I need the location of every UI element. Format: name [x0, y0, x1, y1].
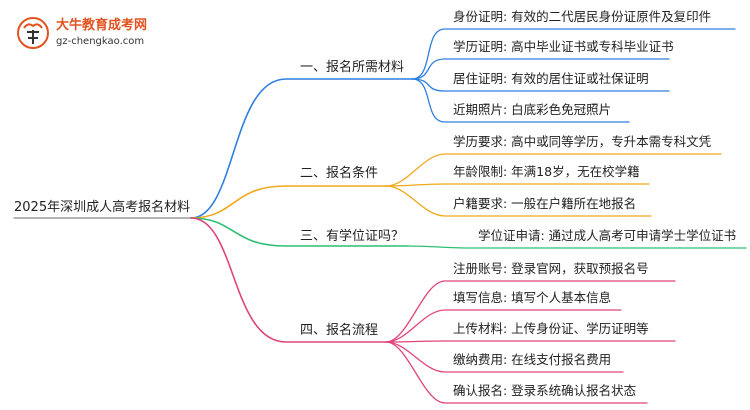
- leaf-connector: [411, 58, 670, 80]
- leaf-pay: 缴纳费用: 在线支付报名费用: [453, 352, 612, 367]
- leaf-id-proof: 身份证明: 有效的二代居民身份证原件及复印件: [453, 9, 712, 24]
- leaf-connector: [385, 341, 648, 404]
- leaf-connector: [385, 185, 652, 217]
- leaf-connector: [385, 183, 650, 187]
- leaf-residence-proof: 居住证明: 有效的居住证或社保证明: [453, 71, 649, 86]
- logo-site: gz-chengkao.com: [56, 36, 145, 47]
- leaf-connector: [385, 153, 722, 187]
- branch-process: 四、报名流程: [300, 323, 379, 338]
- leaf-fill-info: 填写信息: 填写个人基本信息: [453, 290, 612, 305]
- branch-connector: [190, 217, 387, 343]
- root-topic: 2025年深圳成人高考报名材料: [14, 200, 191, 215]
- leaf-connector: [385, 280, 676, 343]
- branch-degree: 三、有学位证吗？: [300, 229, 405, 244]
- logo-name: 大牛教育成考网: [56, 18, 148, 33]
- leaf-connector: [385, 309, 622, 343]
- branch-materials: 一、报名所需材料: [300, 60, 405, 75]
- branch-connector: [190, 217, 409, 247]
- site-logo: 大牛教育成考网 gz-chengkao.com: [16, 16, 166, 56]
- leaf-upload: 上传材料: 上传身份证、学历证明等: [453, 321, 649, 336]
- leaf-connector: [411, 78, 670, 92]
- leaf-photo: 近期照片: 白底彩色免冠照片: [453, 102, 612, 117]
- leaf-connector: [385, 341, 624, 373]
- leaf-connector: [385, 340, 676, 343]
- leaf-connector: [407, 245, 747, 249]
- branch-conditions: 二、报名条件: [300, 166, 379, 181]
- leaf-education-proof: 学历证明: 高中毕业证书或专科毕业证书: [453, 39, 674, 54]
- leaf-age-limit: 年龄限制: 年满18岁，无在校学籍: [453, 164, 640, 179]
- leaf-education-req: 学历要求: 高中或同等学历，专升本需专科文凭: [453, 134, 712, 149]
- leaf-household-req: 户籍要求: 一般在户籍所在地报名: [453, 196, 637, 211]
- branch-connector: [190, 78, 413, 219]
- leaf-register: 注册账号: 登录官网，获取预报名号: [453, 261, 649, 276]
- leaf-connector: [411, 28, 736, 80]
- bull-logo-icon: [17, 17, 49, 49]
- leaf-confirm: 确认报名: 登录系统确认报名状态: [453, 383, 637, 398]
- branch-connector: [190, 185, 387, 219]
- leaf-degree-apply: 学位证申请: 通过成人高考可申请学士学位证书: [478, 228, 737, 243]
- leaf-connector: [411, 78, 630, 123]
